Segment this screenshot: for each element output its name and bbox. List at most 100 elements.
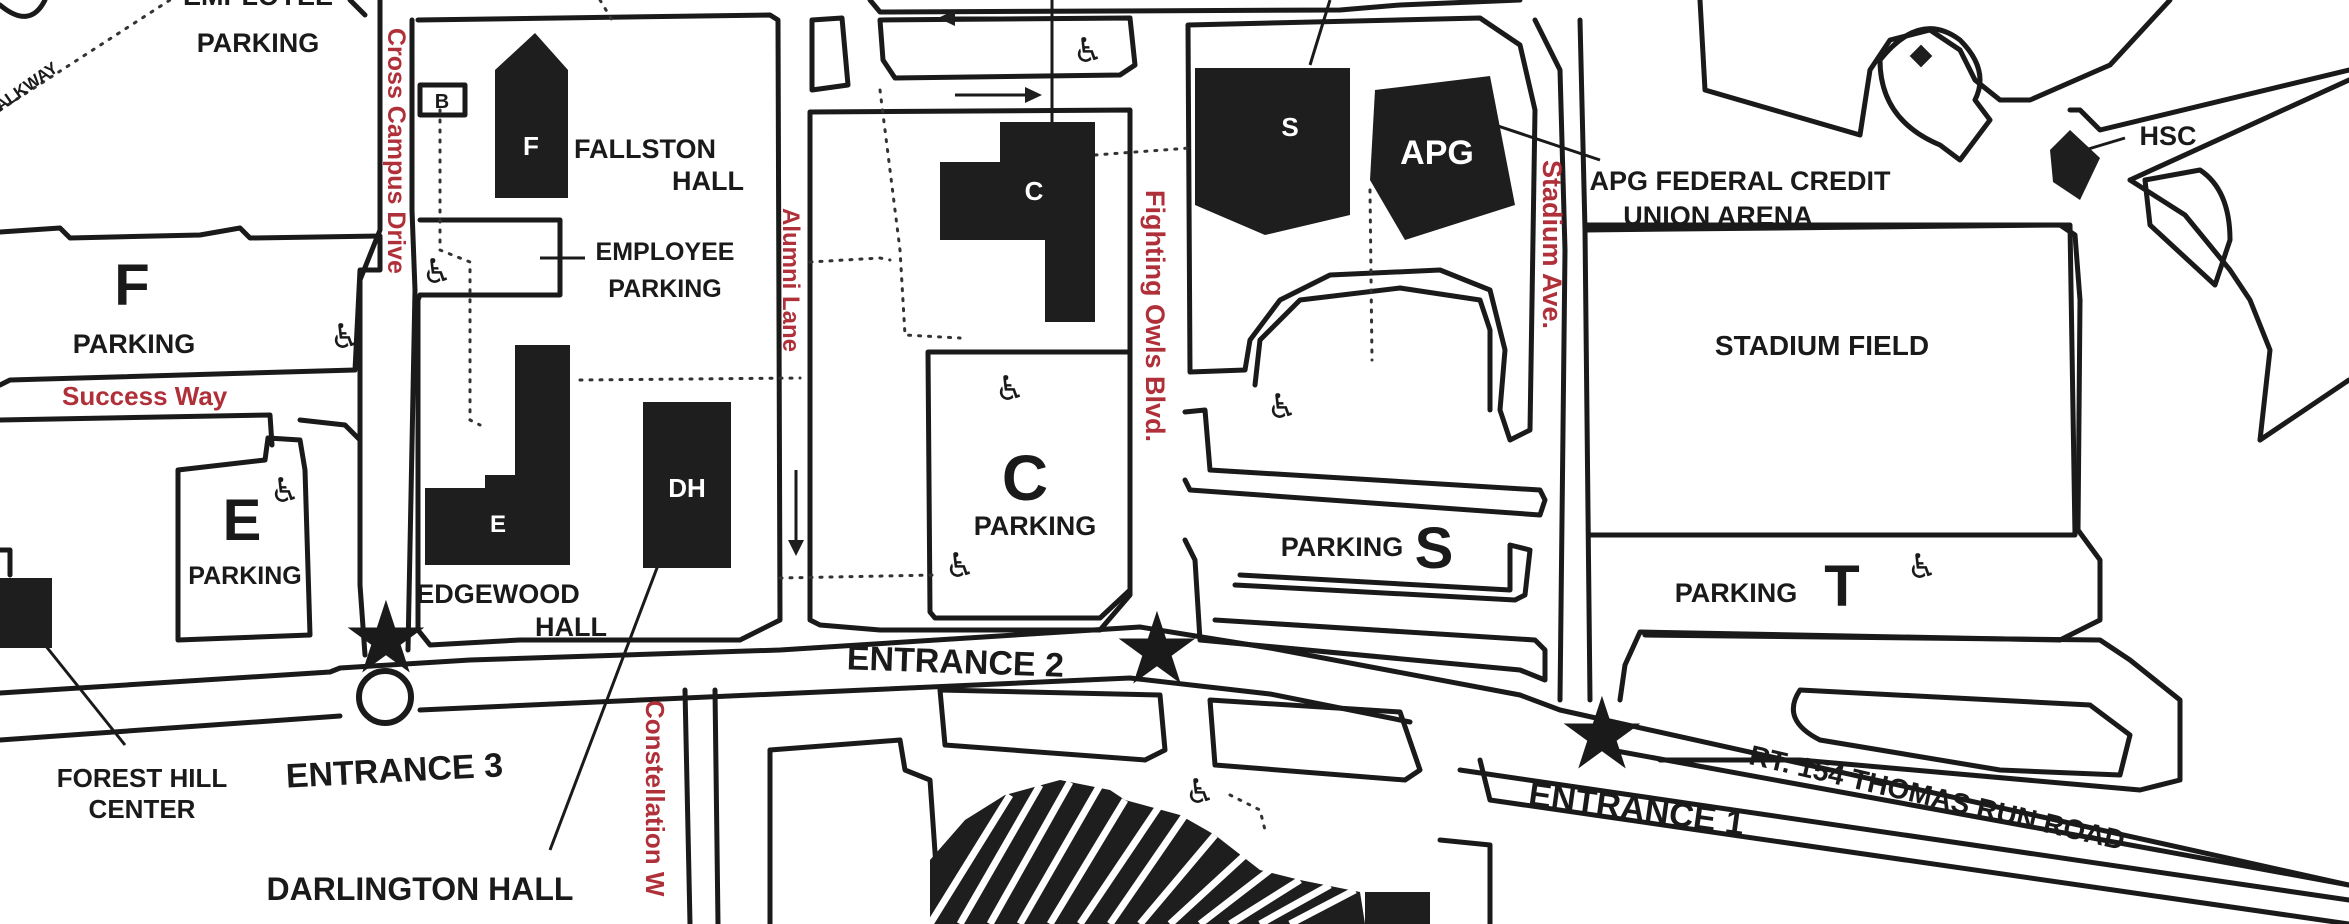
label-employee-parking-mid-line2: PARKING <box>608 275 721 303</box>
cross-campus-drive-east-edge <box>405 17 418 653</box>
building-fallston <box>495 33 568 198</box>
arrow-right-top <box>1025 87 1042 103</box>
walkway-fallston-to-alumni <box>578 376 802 382</box>
arrow-left-top <box>938 10 955 26</box>
label-forest-hill-line2: CENTER <box>89 794 196 824</box>
s-apg-block-outline <box>1185 15 1538 443</box>
lot-e-label: PARKING <box>188 562 301 590</box>
forest-hill-outline <box>0 547 13 578</box>
building-s <box>1195 68 1350 235</box>
lot-c-outline <box>925 349 1133 621</box>
wheelchair-icon: ♿ <box>1073 31 1103 71</box>
constellation-way-edge <box>682 687 721 924</box>
accessible-parking-icons: ♿ ♿ ♿ ♿ ♿ ♿ ♿ ♿ ♿ <box>270 31 1937 812</box>
top-left-parking-bay <box>809 15 851 93</box>
building-b-code: B <box>435 91 449 113</box>
label-employee-parking-top-line1: EMPLOYEE <box>183 0 333 11</box>
s-parking-row-2 <box>1232 542 1533 603</box>
label-forest-hill-line1: FOREST HILL <box>57 763 228 793</box>
label-apg-line1: APG FEDERAL CREDIT <box>1589 166 1891 196</box>
leader-darlington <box>548 559 662 851</box>
field-outline-top <box>1697 0 2173 138</box>
street-fighting-owls-blvd: Fighting Owls Blvd. <box>1140 190 1170 442</box>
lot-s-letter: S <box>1415 516 1454 581</box>
label-employee-parking-top-line2: PARKING <box>197 28 320 58</box>
street-constellation-way: Constellation W <box>640 700 670 897</box>
building-hsc <box>2050 130 2100 200</box>
rt154-road-edge <box>1597 745 2349 888</box>
building-lower-right <box>1365 892 1430 924</box>
success-way-edge <box>0 412 363 448</box>
top-strip <box>867 0 1523 15</box>
parking-labels: EMPLOYEE PARKING EMPLOYEE PARKING F PARK… <box>73 0 1929 619</box>
label-apg-line2: UNION ARENA <box>1623 201 1813 231</box>
lower-lot-1 <box>937 687 1168 763</box>
building-apg-code: APG <box>1400 134 1474 172</box>
leader-hsc <box>2084 136 2126 152</box>
lot-e-letter: E <box>223 488 262 553</box>
lot-f-letter: F <box>114 253 149 318</box>
label-darlington-hall: DARLINGTON HALL <box>267 871 574 907</box>
main-road-upper-edge <box>0 624 2349 888</box>
top-left-road <box>0 0 48 19</box>
walkway-paths <box>0 0 1374 832</box>
wheelchair-icon: ♿ <box>1267 387 1297 427</box>
lot-t-label: PARKING <box>1675 578 1798 608</box>
walkway-alumni-lower <box>778 573 937 580</box>
direction-arrows <box>788 10 1042 556</box>
building-edgewood-code: E <box>490 511 506 538</box>
field-outline-right <box>2142 167 2233 288</box>
label-edgewood-line2: HALL <box>535 612 607 642</box>
label-walkway: ALKWAY <box>0 58 62 115</box>
building-darlington-code: DH <box>668 473 706 503</box>
wheelchair-icon: ♿ <box>945 546 975 586</box>
walkway-top-fallston <box>598 0 614 22</box>
walkway-lower-complex <box>1228 793 1267 832</box>
walkway-s-down <box>1368 188 1374 362</box>
top-center-lot-outline <box>877 15 1138 81</box>
walkway-top-left <box>0 0 172 112</box>
pitcher-mound <box>1909 44 1933 68</box>
t-lot-outline <box>1582 222 2103 703</box>
building-code-labels: F E DH C S APG B <box>435 91 1474 538</box>
rt154-road-strip <box>1457 757 2349 924</box>
label-stadium-field: STADIUM FIELD <box>1715 330 1929 361</box>
lot-f-label: PARKING <box>73 329 196 359</box>
entrance-3-star-icon: ★ <box>341 582 431 694</box>
building-s-code: S <box>1281 112 1298 142</box>
wheelchair-icon: ♿ <box>1185 772 1215 812</box>
building-c <box>940 122 1095 322</box>
label-hsc: HSC <box>2139 121 2196 151</box>
street-stadium-ave: Stadium Ave. <box>1537 160 1567 329</box>
building-apg <box>1370 76 1515 240</box>
track-loop-lower <box>1642 632 2183 793</box>
entrance-1-star-icon: ★ <box>1557 678 1647 790</box>
street-alumni-lane: Alumni Lane <box>777 208 804 352</box>
lot-c-letter: C <box>1002 442 1048 514</box>
walkway-employee-to-lot <box>438 108 482 427</box>
cross-campus-drive-west-edge <box>357 0 383 658</box>
building-c-code: C <box>1025 176 1044 206</box>
wheelchair-icon: ♿ <box>1907 547 1937 587</box>
leader-forest-hill <box>43 644 127 746</box>
wheelchair-icon: ♿ <box>270 471 300 511</box>
label-fallston-line1: FALLSTON <box>574 134 716 164</box>
lot-t-letter: T <box>1824 554 1859 619</box>
lower-complex-outline <box>767 737 1493 924</box>
building-edgewood <box>425 345 570 565</box>
walkway-c-right <box>1093 146 1192 157</box>
s-parking-row-1 <box>1182 407 1548 518</box>
wheelchair-icon: ♿ <box>422 252 452 292</box>
lot-c-label: PARKING <box>974 511 1097 541</box>
label-fallston-line2: HALL <box>672 166 744 196</box>
infield-shape <box>1877 26 1993 163</box>
building-name-labels: FALLSTON HALL EDGEWOOD HALL DARLINGTON H… <box>57 121 2197 907</box>
stadium-ave-west-edge <box>1532 17 1568 703</box>
arrow-down-alumni <box>788 540 804 556</box>
walkway-c-left <box>808 256 892 264</box>
leader-s-top <box>1308 0 1332 66</box>
s-loop-inner <box>1252 285 1493 413</box>
